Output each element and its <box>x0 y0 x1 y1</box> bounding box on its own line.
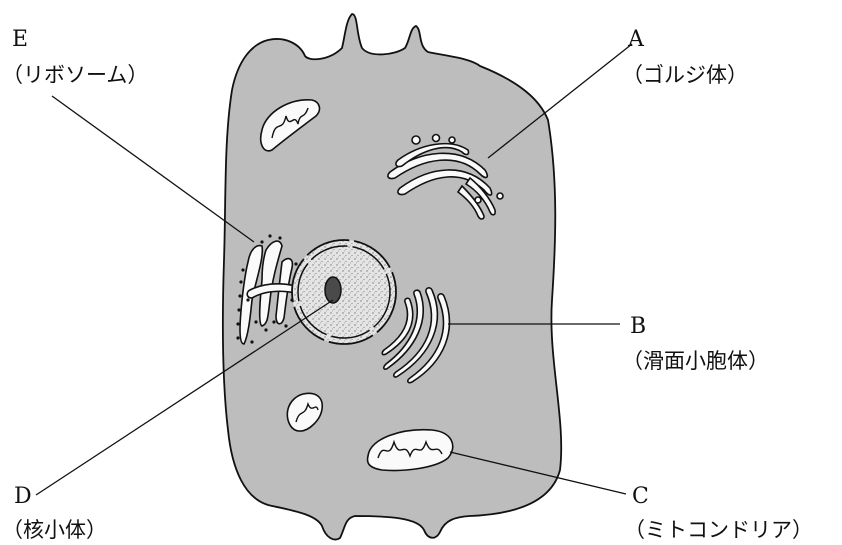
label-A-name: （ゴルジ体） <box>622 63 748 87</box>
label-D-name: （核小体） <box>2 518 107 542</box>
label-E-name: （リボソーム） <box>2 63 148 87</box>
label-A-letter: A <box>627 27 645 52</box>
leader-line-E <box>52 96 254 242</box>
label-E-letter: E <box>12 27 28 52</box>
label-D-letter: D <box>14 484 32 509</box>
label-C-name: （ミトコンドリア） <box>624 518 813 542</box>
label-B-letter: B <box>630 314 646 339</box>
nucleus <box>292 240 396 344</box>
label-C-letter: C <box>632 484 649 509</box>
label-B-name: （滑面小胞体） <box>622 349 769 373</box>
nucleolus <box>325 277 341 303</box>
